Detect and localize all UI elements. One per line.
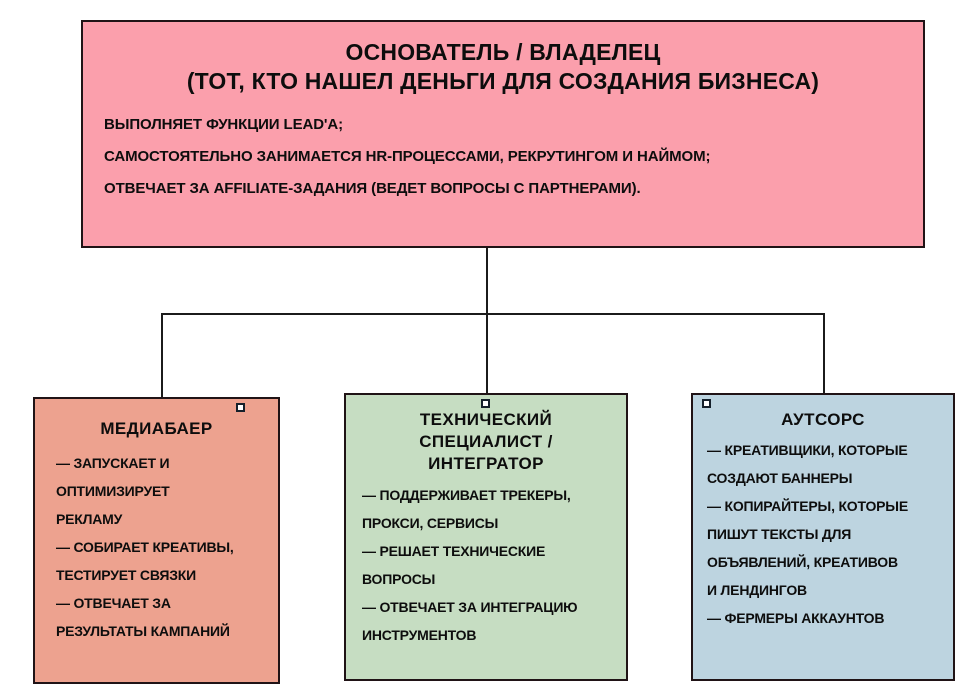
founder-duty-item: ОТВЕЧАЕТ ЗА AFFILIATE-ЗАДАНИЯ (ВЕДЕТ ВОП… <box>104 179 641 197</box>
media-buyer-duties-list: — ЗАПУСКАЕТ И ОПТИМИЗИРУЕТ РЕКЛАМУ — СОБ… <box>35 440 278 652</box>
duty-line: РЕКЛАМУ <box>56 511 123 528</box>
founder-duties-list: ВЫПОЛНЯЕТ ФУНКЦИИ LEAD'A; САМОСТОЯТЕЛЬНО… <box>83 97 923 213</box>
node-technical-specialist[interactable]: ТЕХНИЧЕСКИЙ СПЕЦИАЛИСТ / ИНТЕГРАТОР — ПО… <box>344 393 628 681</box>
duty-line: — ЗАПУСКАЕТ И <box>56 455 170 472</box>
founder-title-line-2: (ТОТ, КТО НАШЕЛ ДЕНЬГИ ДЛЯ СОЗДАНИЯ БИЗН… <box>186 68 820 95</box>
duty-line: — РЕШАЕТ ТЕХНИЧЕСКИЕ <box>362 543 546 560</box>
media-buyer-title: МЕДИАБАЕР <box>35 399 278 440</box>
duty-line: — КРЕАТИВЩИКИ, КОТОРЫЕ <box>707 442 908 459</box>
outsource-title: АУТСОРС <box>693 395 953 431</box>
technical-specialist-duties-list: — ПОДДЕРЖИВАЕТ ТРЕКЕРЫ, ПРОКСИ, СЕРВИСЫ … <box>346 475 626 656</box>
media-buyer-duty-item: — ОТВЕЧАЕТ ЗА РЕЗУЛЬТАТЫ КАМПАНИЙ <box>56 596 278 652</box>
duty-line: — СОБИРАЕТ КРЕАТИВЫ, <box>56 539 234 556</box>
outsource-duties-list: — КРЕАТИВЩИКИ, КОТОРЫЕ СОЗДАЮТ БАННЕРЫ —… <box>693 431 953 639</box>
founder-duty-item: САМОСТОЯТЕЛЬНО ЗАНИМАЕТСЯ HR-ПРОЦЕССАМИ,… <box>104 147 711 165</box>
duty-line: — ПОДДЕРЖИВАЕТ ТРЕКЕРЫ, <box>362 487 571 504</box>
outsource-duty-item: — КРЕАТИВЩИКИ, КОТОРЫЕ СОЗДАЮТ БАННЕРЫ <box>707 443 953 499</box>
duty-line: ВОПРОСЫ <box>362 571 436 588</box>
technical-specialist-title: ТЕХНИЧЕСКИЙ СПЕЦИАЛИСТ / ИНТЕГРАТОР <box>346 395 626 475</box>
duty-line: ИНСТРУМЕНТОВ <box>362 627 477 644</box>
duty-line: — КОПИРАЙТЕРЫ, КОТОРЫЕ <box>707 498 908 515</box>
media-buyer-duty-item: — СОБИРАЕТ КРЕАТИВЫ, ТЕСТИРУЕТ СВЯЗКИ <box>56 540 278 596</box>
founder-duty-item: ВЫПОЛНЯЕТ ФУНКЦИИ LEAD'A; <box>104 115 344 133</box>
founder-title-line-1: ОСНОВАТЕЛЬ / ВЛАДЕЛЕЦ <box>345 39 661 65</box>
connector-horizontal-bus <box>161 313 825 315</box>
node-founder-owner[interactable]: ОСНОВАТЕЛЬ / ВЛАДЕЛЕЦ (ТОТ, КТО НАШЕЛ ДЕ… <box>81 20 925 248</box>
outsource-duty-item: И ЛЕНДИНГОВ <box>707 583 953 611</box>
media-buyer-duty-item: — ЗАПУСКАЕТ И ОПТИМИЗИРУЕТ РЕКЛАМУ <box>56 456 278 540</box>
connector-root-stem <box>486 248 488 315</box>
resize-handle-icon[interactable] <box>481 399 490 408</box>
duty-line: РЕЗУЛЬТАТЫ КАМПАНИЙ <box>56 623 230 640</box>
outsource-title-line-1: АУТСОРС <box>781 410 865 429</box>
duty-line: — ОТВЕЧАЕТ ЗА ИНТЕГРАЦИЮ <box>362 599 578 616</box>
founder-title: ОСНОВАТЕЛЬ / ВЛАДЕЛЕЦ (ТОТ, КТО НАШЕЛ ДЕ… <box>83 22 923 97</box>
technical-specialist-duty-item: — ПОДДЕРЖИВАЕТ ТРЕКЕРЫ, ПРОКСИ, СЕРВИСЫ <box>362 488 626 544</box>
technical-specialist-title-line-3: ИНТЕГРАТОР <box>428 454 544 474</box>
outsource-duty-item: — КОПИРАЙТЕРЫ, КОТОРЫЕ ПИШУТ ТЕКСТЫ ДЛЯ … <box>707 499 953 583</box>
duty-line: ПИШУТ ТЕКСТЫ ДЛЯ <box>707 526 852 543</box>
connector-drop-mediabuyer <box>161 313 163 398</box>
technical-specialist-duty-item: — ОТВЕЧАЕТ ЗА ИНТЕГРАЦИЮ ИНСТРУМЕНТОВ <box>362 600 626 656</box>
technical-specialist-duty-item: — РЕШАЕТ ТЕХНИЧЕСКИЕ ВОПРОСЫ <box>362 544 626 600</box>
duty-line: ОБЪЯВЛЕНИЙ, КРЕАТИВОВ <box>707 554 898 571</box>
duty-line: ОПТИМИЗИРУЕТ <box>56 483 170 500</box>
duty-line: — ФЕРМЕРЫ АККАУНТОВ <box>707 610 885 627</box>
resize-handle-icon[interactable] <box>702 399 711 408</box>
technical-specialist-title-line-2: СПЕЦИАЛИСТ / <box>419 432 553 452</box>
duty-line: ТЕСТИРУЕТ СВЯЗКИ <box>56 567 197 584</box>
outsource-duty-item: — ФЕРМЕРЫ АККАУНТОВ <box>707 611 953 639</box>
duty-line: ПРОКСИ, СЕРВИСЫ <box>362 515 499 532</box>
connector-drop-techspec <box>486 313 488 394</box>
resize-handle-icon[interactable] <box>236 403 245 412</box>
node-media-buyer[interactable]: МЕДИАБАЕР — ЗАПУСКАЕТ И ОПТИМИЗИРУЕТ РЕК… <box>33 397 280 684</box>
technical-specialist-title-line-1: ТЕХНИЧЕСКИЙ <box>419 410 553 429</box>
duty-line: И ЛЕНДИНГОВ <box>707 582 807 599</box>
node-outsource[interactable]: АУТСОРС — КРЕАТИВЩИКИ, КОТОРЫЕ СОЗДАЮТ Б… <box>691 393 955 681</box>
connector-drop-outsource <box>823 313 825 394</box>
media-buyer-title-line-1: МЕДИАБАЕР <box>100 419 213 438</box>
duty-line: — ОТВЕЧАЕТ ЗА <box>56 595 171 612</box>
duty-line: СОЗДАЮТ БАННЕРЫ <box>707 470 853 487</box>
